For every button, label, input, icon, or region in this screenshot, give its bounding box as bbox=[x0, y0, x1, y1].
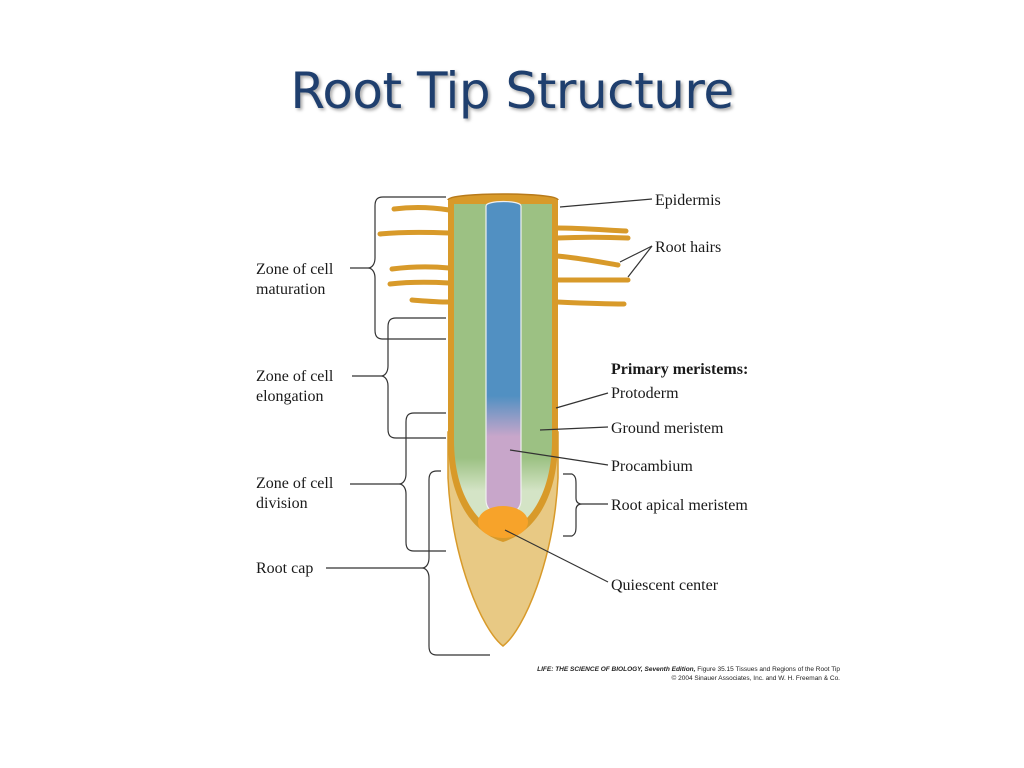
label-protoderm: Protoderm bbox=[611, 385, 679, 402]
label-ground-meristem: Ground meristem bbox=[611, 420, 724, 437]
label-root-cap: Root cap bbox=[256, 560, 313, 577]
figure-credit-line1: LIFE: THE SCIENCE OF BIOLOGY, Seventh Ed… bbox=[537, 666, 840, 673]
label-zone-elongation-line2: elongation bbox=[256, 388, 324, 405]
figure-credit-source: LIFE: THE SCIENCE OF BIOLOGY, Seventh Ed… bbox=[537, 666, 695, 673]
quiescent-center-shape bbox=[478, 506, 528, 538]
label-root-hairs: Root hairs bbox=[655, 239, 721, 256]
figure-credit-line2: © 2004 Sinauer Associates, Inc. and W. H… bbox=[672, 674, 841, 682]
label-primary-meristems: Primary meristems: bbox=[611, 361, 748, 378]
label-zone-maturation-line1: Zone of cell bbox=[256, 261, 334, 278]
label-root-apical-meristem: Root apical meristem bbox=[611, 497, 748, 514]
label-procambium: Procambium bbox=[611, 458, 693, 475]
root-hairs-left bbox=[377, 205, 452, 305]
label-quiescent-center: Quiescent center bbox=[611, 577, 719, 594]
stele-procambium bbox=[485, 200, 522, 516]
slide-title: Root Tip Structure bbox=[290, 62, 734, 120]
label-zone-maturation-line2: maturation bbox=[256, 281, 325, 298]
right-leader-lines bbox=[504, 198, 653, 583]
figure-credit-caption: Figure 35.15 Tissues and Regions of the … bbox=[695, 666, 840, 673]
label-zone-division-line1: Zone of cell bbox=[256, 475, 334, 492]
left-brackets bbox=[326, 196, 490, 656]
root-hairs-right bbox=[554, 225, 631, 307]
label-epidermis: Epidermis bbox=[655, 192, 721, 209]
label-zone-elongation-line1: Zone of cell bbox=[256, 368, 334, 385]
label-zone-division-line2: division bbox=[256, 495, 308, 512]
